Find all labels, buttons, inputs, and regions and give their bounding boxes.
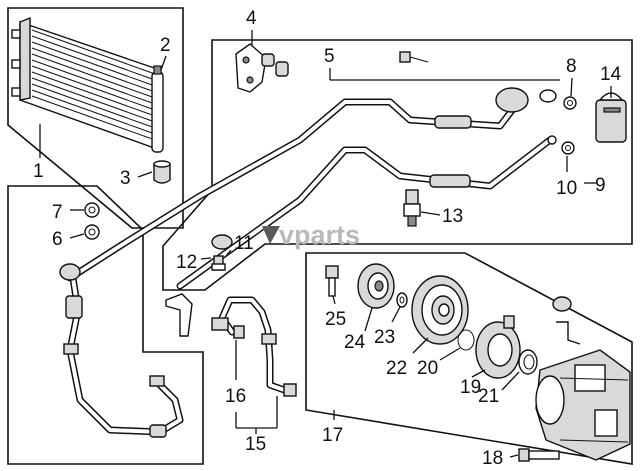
callout-12: 12 — [176, 252, 197, 273]
o-ring-6 — [84, 224, 100, 240]
leader-lines — [39, 30, 612, 458]
service-valve — [211, 255, 226, 271]
pressure-sensor — [403, 189, 421, 227]
compressor-group-frame — [305, 252, 633, 465]
callout-10: 10 — [556, 178, 577, 199]
clutch-bolt — [325, 265, 339, 297]
watermark: vparts — [262, 220, 360, 250]
callout-4: 4 — [246, 8, 257, 29]
callout-8: 8 — [566, 56, 577, 77]
callout-15: 15 — [245, 434, 266, 455]
o-ring-7 — [84, 202, 100, 218]
compressor-bolt — [518, 448, 560, 462]
callout-21: 21 — [478, 386, 499, 407]
callout-labels: 1 2 3 4 5 6 7 8 9 10 11 12 13 14 15 16 1… — [33, 8, 622, 469]
receiver-drier — [151, 65, 164, 153]
callout-6: 6 — [52, 229, 63, 250]
callout-25: 25 — [325, 309, 346, 330]
drier-cap — [153, 160, 171, 184]
pulley — [411, 275, 469, 345]
shim — [396, 292, 408, 308]
callout-20: 20 — [417, 358, 438, 379]
liquid-line — [176, 135, 557, 290]
watermark-text: vparts — [279, 220, 360, 250]
callout-22: 22 — [386, 358, 407, 379]
callout-24: 24 — [344, 332, 366, 353]
discharge-hose — [66, 87, 557, 282]
callout-16: 16 — [225, 386, 246, 407]
bushing — [261, 53, 289, 77]
snap-ring-20 — [457, 329, 475, 351]
mounting-bracket — [235, 43, 267, 93]
pressure-switch — [595, 92, 627, 143]
bolt-upper — [399, 51, 429, 63]
compressor — [535, 349, 631, 461]
callout-23: 23 — [374, 327, 395, 348]
o-ring-8 — [563, 96, 577, 110]
field-coil — [475, 315, 521, 379]
callout-1: 1 — [33, 161, 44, 182]
callout-14: 14 — [600, 64, 622, 85]
compressor-valve-knob — [552, 296, 581, 345]
callout-9: 9 — [595, 175, 606, 196]
hose-bracket — [165, 293, 193, 337]
clutch-hub — [357, 263, 395, 309]
condenser-group-frame — [7, 7, 184, 229]
callout-7: 7 — [52, 202, 63, 223]
callout-3: 3 — [120, 168, 131, 189]
callout-17: 17 — [322, 425, 343, 446]
callout-5: 5 — [324, 46, 335, 67]
callout-19: 19 — [460, 377, 481, 398]
callout-11: 11 — [234, 233, 254, 254]
callout-18: 18 — [482, 448, 503, 469]
hose-group-frame — [162, 39, 633, 291]
callout-13: 13 — [442, 206, 463, 227]
suction-line-assembly — [211, 296, 297, 397]
snap-ring-21 — [518, 349, 538, 375]
o-ring-10 — [561, 141, 575, 155]
service-valve-cap — [211, 234, 233, 250]
callout-2: 2 — [160, 35, 171, 56]
condenser — [11, 16, 161, 151]
suction-hose — [59, 263, 184, 438]
suction-line-frame — [7, 185, 204, 465]
